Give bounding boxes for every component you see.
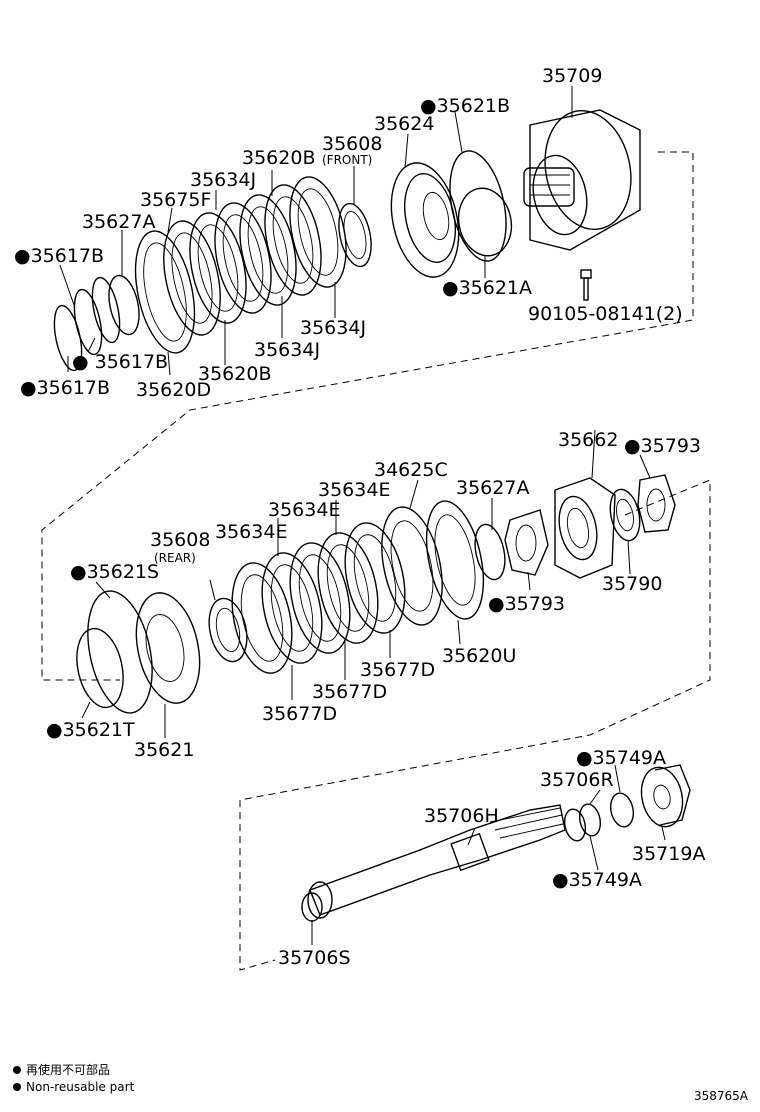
label-35634e-1: 35634E — [318, 479, 390, 501]
disc-35634j-a — [214, 202, 272, 314]
label-34625c: 34625C — [374, 459, 448, 481]
label-35620u: 35620U — [442, 645, 516, 667]
label-35627a-mid: 35627A — [456, 477, 529, 499]
o-ring-35621t — [76, 627, 124, 709]
label-35608-rear-sub: (REAR) — [154, 551, 196, 565]
label-35706h: 35706H — [424, 805, 499, 827]
ring-35749a-top — [609, 792, 635, 828]
piston-35621 — [135, 592, 201, 704]
bearing-35790 — [609, 488, 641, 542]
label-35608-rear: 35608 — [150, 529, 210, 551]
label-35709: 35709 — [542, 65, 602, 87]
label-35749a-top: ●35749A — [576, 747, 666, 769]
piston-35624 — [390, 162, 460, 278]
label-35634e-3: 35634E — [215, 521, 287, 543]
label-35677d-1: 35677D — [360, 659, 435, 681]
label-35677d-2: 35677D — [312, 681, 387, 703]
bolt-90105-08141 — [580, 269, 592, 301]
label-35621: 35621 — [134, 739, 194, 761]
label-35634j-top: 35634J — [190, 169, 256, 191]
top-assembly — [53, 109, 641, 372]
label-35621s: ●35621S — [70, 561, 159, 583]
label-35749a-low: ●35749A — [552, 869, 642, 891]
ring-35627a — [108, 274, 140, 336]
middle-assembly — [76, 474, 676, 714]
label-35627a-top: 35627A — [82, 211, 155, 233]
label-35793-top: ●35793 — [624, 435, 701, 457]
label-35634j-low2: 35634J — [300, 317, 366, 339]
figure-id: 358765A — [694, 1089, 749, 1103]
label-35621a: ●35621A — [442, 277, 532, 299]
shaft-end — [307, 881, 333, 919]
label-35624: 35624 — [374, 113, 434, 135]
ring-35627a-mid — [474, 523, 506, 581]
label-35677d-3: 35677D — [262, 703, 337, 725]
plate-35620b-a — [189, 212, 247, 324]
disc-35634j-b — [264, 184, 322, 296]
label-35634j-low1: 35634J — [254, 339, 320, 361]
hub-35662 — [554, 477, 616, 579]
plate-35793-top — [637, 474, 676, 533]
label-35608-front: 35608 — [322, 133, 382, 155]
disc-35634j-c — [289, 176, 347, 288]
legend-dot-1 — [13, 1066, 21, 1074]
disc-35675f — [163, 220, 221, 336]
label-35617b-3: ●35617B — [20, 377, 110, 399]
shaft-35706h — [307, 804, 566, 919]
label-35634e-2: 35634E — [268, 499, 340, 521]
label-35706s: 35706S — [278, 947, 351, 969]
snap-ring-35617b-c — [91, 276, 121, 344]
legend-english: Non-reusable part — [26, 1080, 135, 1094]
disc-35634e-c — [344, 522, 406, 634]
legend-japanese: 再使用不可部品 — [26, 1062, 110, 1077]
label-35621b: ●35621B — [420, 95, 510, 117]
plate-35677d-a — [261, 552, 323, 664]
label-35662: 35662 — [558, 429, 618, 451]
label-35620d: 35620D — [136, 379, 211, 401]
ring-35706r — [578, 803, 602, 837]
washer-35706s — [301, 892, 323, 922]
plate-35620b-b — [239, 194, 297, 306]
leader-lines — [59, 86, 666, 945]
label-35621t: ●35621T — [46, 719, 135, 741]
drum-35709 — [523, 109, 641, 251]
lower-boundary — [239, 479, 711, 971]
part-labels: 35709 ●35621B 35624 35608 (FRONT) 35620B… — [14, 65, 705, 969]
label-35706r: 35706R — [540, 769, 614, 791]
flange-35620u — [425, 500, 485, 620]
section-boundaries — [41, 151, 711, 971]
label-35793-low: ●35793 — [488, 593, 565, 615]
upper-boundary — [41, 151, 694, 681]
label-35675f: 35675F — [140, 189, 211, 211]
snap-ring-35617b-b — [73, 288, 103, 356]
spring-35608-rear — [208, 597, 248, 663]
label-35719a: 35719A — [632, 843, 705, 865]
spring-35608-front — [338, 202, 372, 268]
o-ring-35621a — [457, 187, 513, 257]
ring-35749a-low — [563, 808, 587, 842]
gear-35719a — [640, 764, 691, 828]
legend-dot-2 — [13, 1083, 21, 1091]
legend: 再使用不可部品 Non-reusable part — [13, 1062, 135, 1094]
label-35608-front-sub: (FRONT) — [322, 153, 372, 167]
label-35617b-2: ● 35617B — [72, 351, 168, 373]
label-35617b-1: ●35617B — [14, 245, 104, 267]
label-35620b-low: 35620B — [198, 363, 271, 385]
o-ring-35621s — [87, 590, 153, 714]
flange-34625c — [381, 506, 443, 626]
flange-35620d — [134, 230, 196, 354]
label-35620b-top: 35620B — [242, 147, 315, 169]
disc-35634e-b — [289, 542, 351, 654]
plate-35793-low — [504, 509, 549, 576]
label-90105-08141: 90105-08141(2) — [528, 303, 683, 325]
disc-35634e-a — [231, 562, 293, 674]
label-35790: 35790 — [602, 573, 662, 595]
